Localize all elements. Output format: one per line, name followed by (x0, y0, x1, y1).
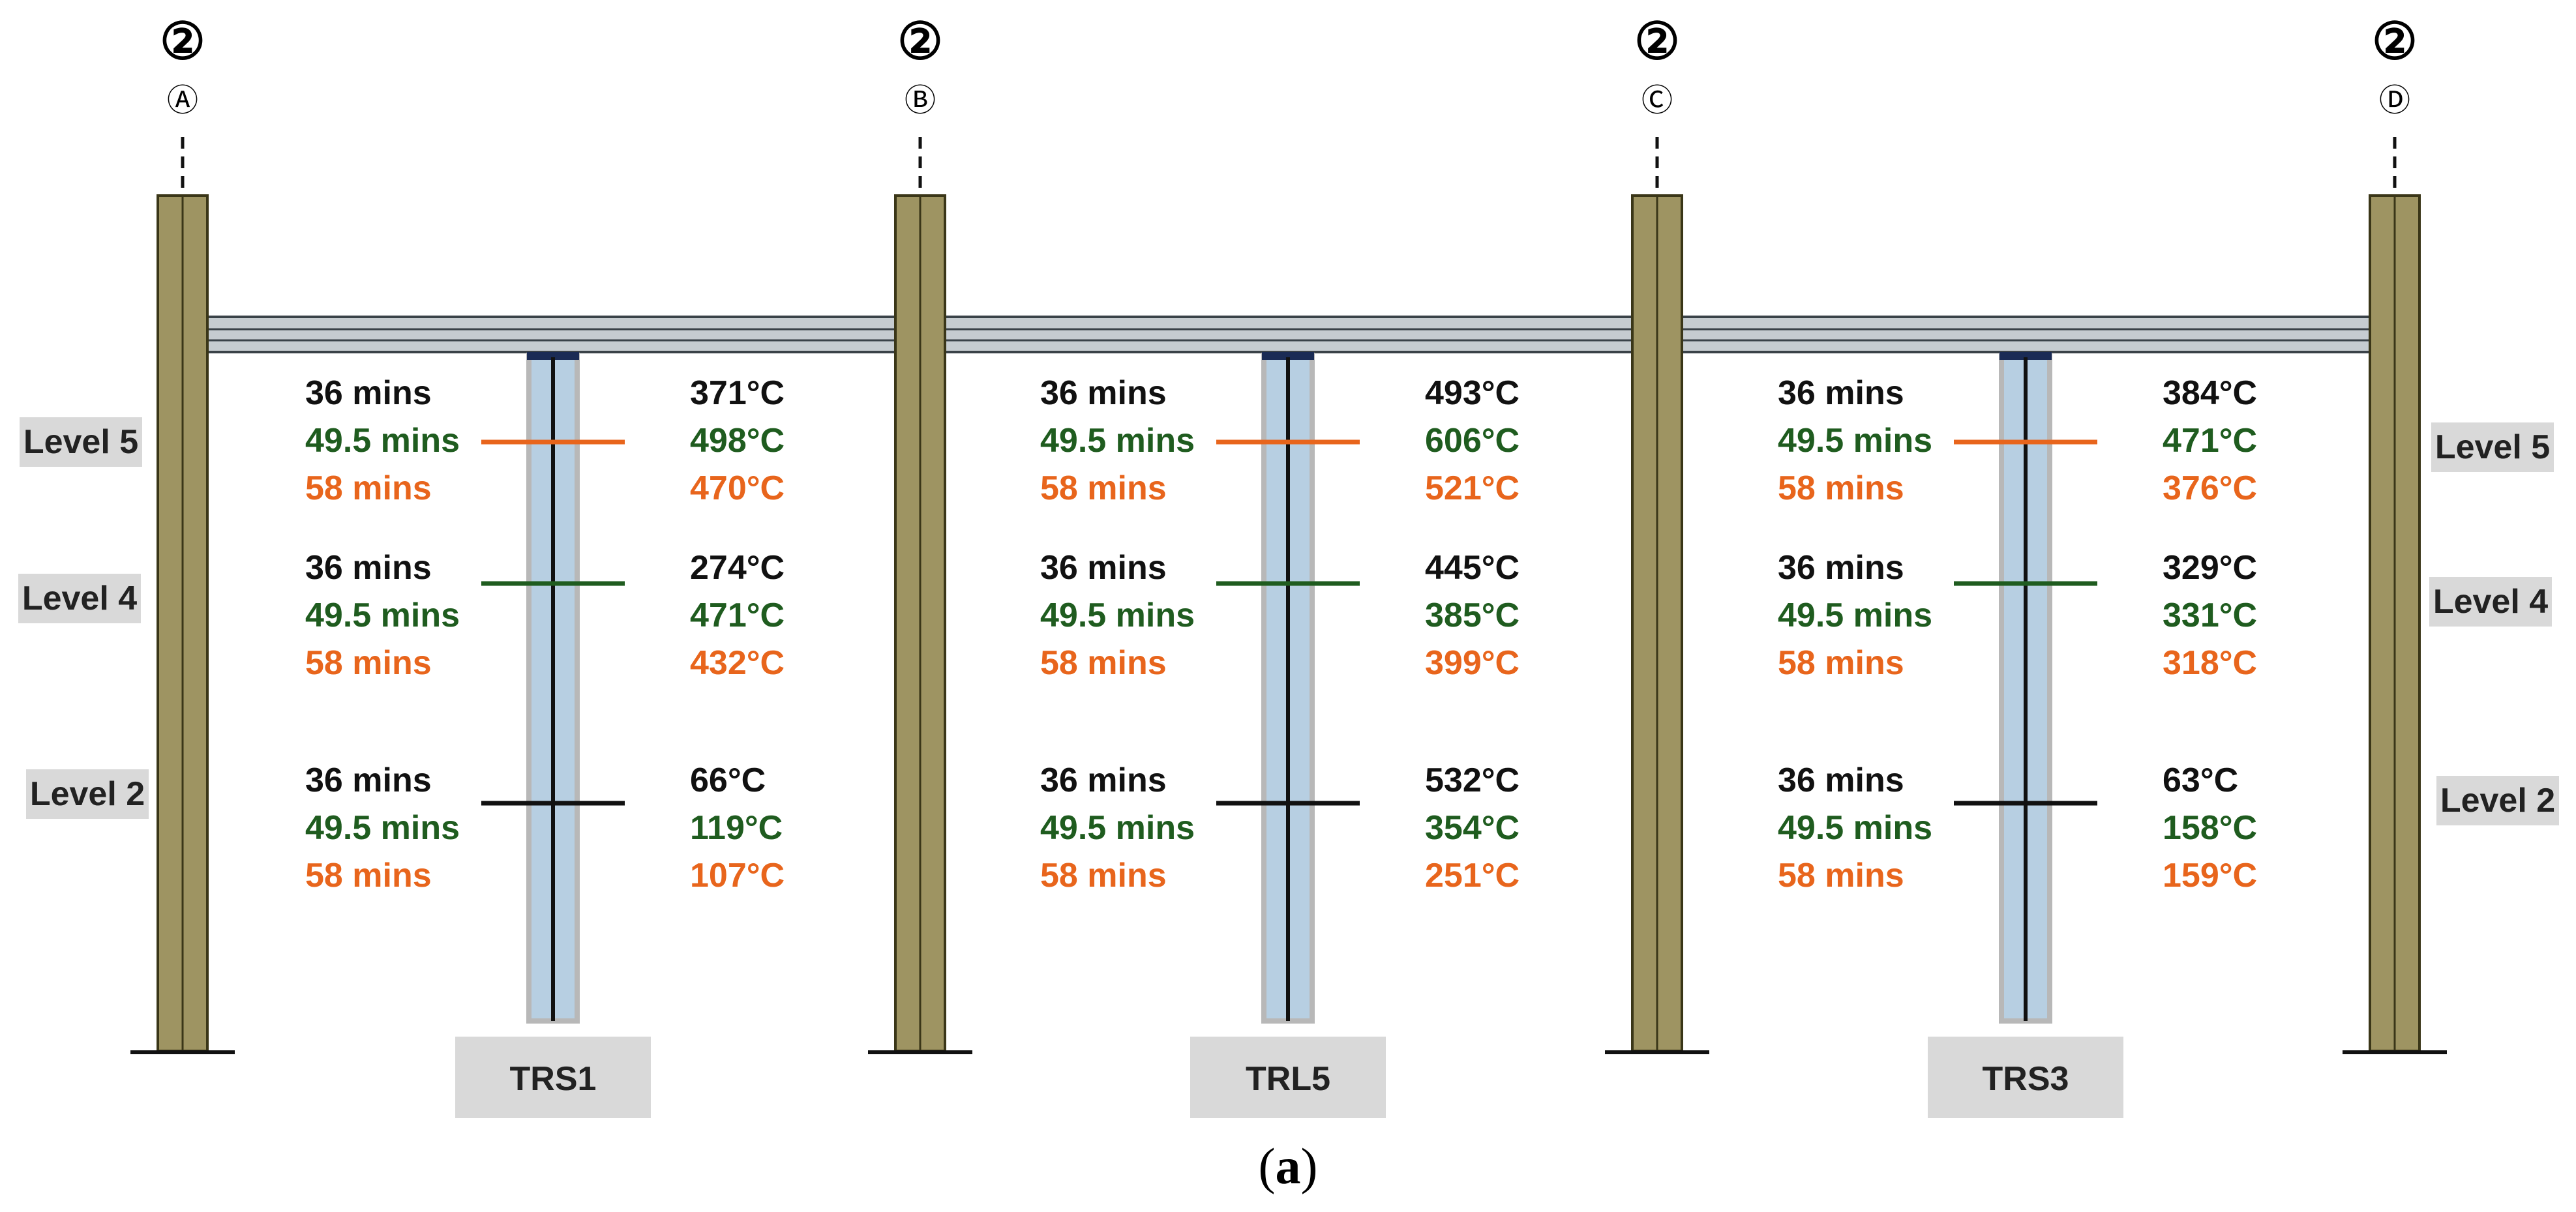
reading-temperature: 158°C (2163, 809, 2257, 847)
reading-temperature: 385°C (1425, 597, 1520, 634)
level-label-right: Level 5 (2435, 428, 2550, 466)
sensor-tag: TRS1 (510, 1060, 597, 1098)
grid-number: ② (2372, 12, 2418, 70)
reading-time: 49.5 mins (1778, 422, 1932, 460)
reading-time: 58 mins (1040, 857, 1167, 894)
shaft-cap (527, 352, 579, 360)
reading-time: 58 mins (305, 644, 432, 682)
reading-temperature: 66°C (690, 761, 766, 799)
sensor-trs3: 36 mins 384°C 49.5 mins 471°C 58 mins 376°C 36… (1778, 374, 2257, 1118)
level-label-left: Level 5 (23, 423, 138, 461)
level-label-box (2431, 422, 2554, 472)
reading-time: 58 mins (1778, 469, 1904, 507)
reading-temperature: 274°C (690, 549, 785, 587)
reading-temperature: 63°C (2163, 761, 2238, 799)
grid-number: ② (897, 12, 943, 70)
sensor-trl5: 36 mins 493°C 49.5 mins 606°C 58 mins 521°C 36… (1040, 374, 1520, 1118)
level-label-left: Level 4 (22, 580, 137, 617)
reading-temperature: 159°C (2163, 857, 2257, 894)
figure-caption: (a) (1259, 1138, 1318, 1194)
level-label-box (18, 574, 141, 623)
reading-time: 36 mins (1778, 761, 1904, 799)
sensor-tag-box (455, 1037, 651, 1118)
level-labels: Level 5 Level 5 Level 4 Level 4 Level 2 Level… (18, 417, 2559, 825)
reading-time: 36 mins (305, 549, 432, 587)
frame-structure (130, 137, 2447, 1054)
grid-letter: Ⓓ (2379, 83, 2410, 118)
reading-time: 49.5 mins (1040, 422, 1195, 460)
reading-time: 49.5 mins (305, 597, 460, 634)
reading-time: 36 mins (305, 761, 432, 799)
reading-temperature: 493°C (1425, 374, 1520, 412)
reading-temperature: 376°C (2163, 469, 2257, 507)
reading-temperature: 432°C (690, 644, 785, 682)
grid-letter: Ⓐ (167, 83, 198, 118)
reading-time: 49.5 mins (1778, 597, 1932, 634)
reading-temperature: 384°C (2163, 374, 2257, 412)
reading-time: 36 mins (1040, 761, 1167, 799)
reading-time: 58 mins (305, 469, 432, 507)
reading-temperature: 471°C (2163, 422, 2257, 460)
reading-temperature: 318°C (2163, 644, 2257, 682)
reading-temperature: 521°C (1425, 469, 1520, 507)
grid-number: ② (1634, 12, 1680, 70)
grid-letter: Ⓒ (1641, 83, 1673, 118)
reading-time: 36 mins (305, 374, 432, 412)
level-label-left: Level 2 (30, 775, 145, 813)
reading-time: 58 mins (1778, 857, 1904, 894)
reading-time: 58 mins (1040, 469, 1167, 507)
level-label-box (2436, 776, 2559, 825)
reading-temperature: 399°C (1425, 644, 1520, 682)
sensor-groups: 36 mins 371°C 49.5 mins 498°C 58 mins 470°C 36… (305, 374, 2257, 1118)
reading-time: 36 mins (1778, 374, 1904, 412)
reading-temperature: 445°C (1425, 549, 1520, 587)
sensor-tag-box (1928, 1037, 2123, 1118)
reading-time: 36 mins (1040, 549, 1167, 587)
reading-temperature: 606°C (1425, 422, 1520, 460)
reading-temperature: 532°C (1425, 761, 1520, 799)
sensor-trs1: 36 mins 371°C 49.5 mins 498°C 58 mins 470°C 36… (305, 374, 785, 1118)
reading-time: 58 mins (1778, 644, 1904, 682)
reading-time: 36 mins (1040, 374, 1167, 412)
reading-time: 36 mins (1778, 549, 1904, 587)
level-label-box (2429, 577, 2552, 627)
level-label-right: Level 2 (2440, 782, 2555, 820)
reading-temperature: 371°C (690, 374, 785, 412)
level-label-right: Level 4 (2433, 583, 2548, 621)
reading-time: 49.5 mins (305, 809, 460, 847)
reading-temperature: 251°C (1425, 857, 1520, 894)
reading-time: 58 mins (305, 857, 432, 894)
reading-time: 49.5 mins (1040, 597, 1195, 634)
reading-temperature: 329°C (2163, 549, 2257, 587)
reading-time: 49.5 mins (1040, 809, 1195, 847)
floor-beam (181, 316, 2396, 353)
sensor-tag: TRS3 (1983, 1060, 2069, 1098)
reading-temperature: 471°C (690, 597, 785, 634)
shaft-cap (1262, 352, 1314, 360)
grid-letter: Ⓑ (905, 83, 936, 118)
reading-time: 49.5 mins (1778, 809, 1932, 847)
reading-temperature: 470°C (690, 469, 785, 507)
shaft-cap (1999, 352, 2052, 360)
reading-temperature: 119°C (690, 809, 783, 847)
grid-line-labels: ② Ⓐ ② Ⓑ ② Ⓒ ② Ⓓ (160, 12, 2418, 118)
reading-temperature: 107°C (690, 857, 785, 894)
level-label-box (20, 417, 142, 467)
grid-number: ② (160, 12, 205, 70)
reading-temperature: 354°C (1425, 809, 1520, 847)
reading-temperature: 498°C (690, 422, 785, 460)
level-label-box (26, 769, 149, 819)
reading-time: 58 mins (1040, 644, 1167, 682)
reading-temperature: 331°C (2163, 597, 2257, 634)
reading-time: 49.5 mins (305, 422, 460, 460)
sensor-tag: TRL5 (1246, 1060, 1330, 1098)
sensor-tag-box (1190, 1037, 1386, 1118)
